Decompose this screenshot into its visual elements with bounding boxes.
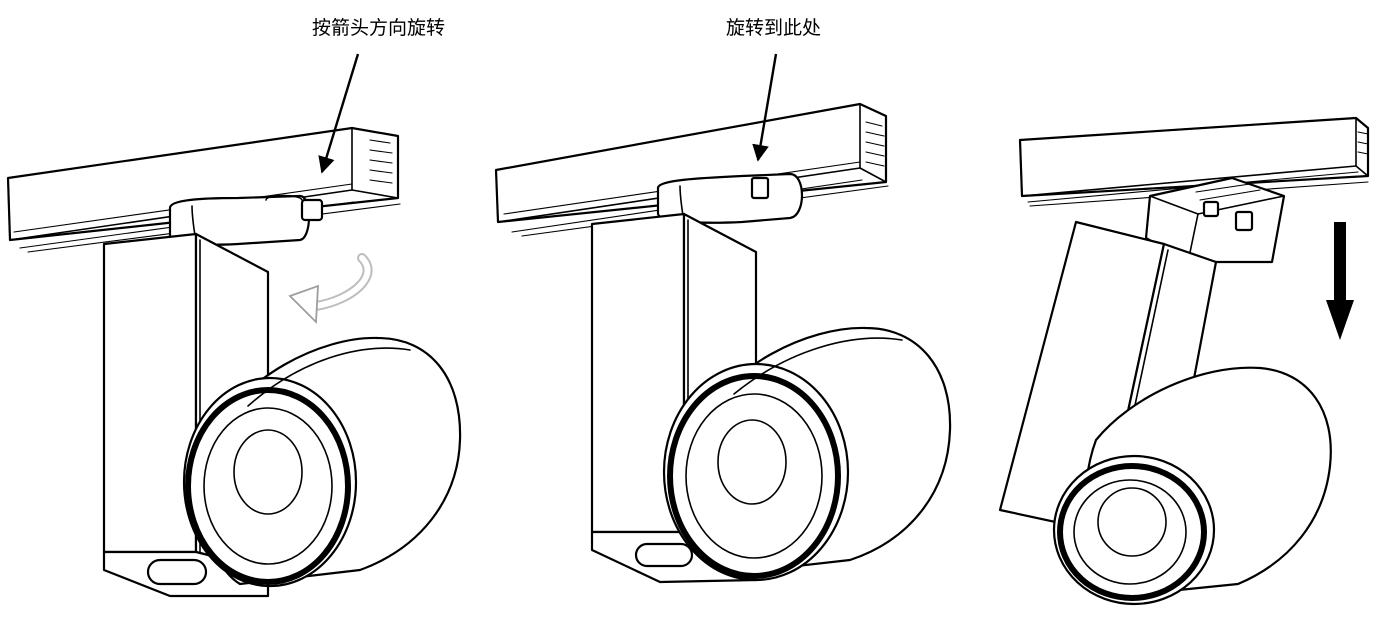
caption-rotate-arrow-direction: 按箭头方向旋转 <box>312 17 446 39</box>
step3-spotlight-removed <box>998 116 1370 606</box>
track-adapter-detached <box>1144 176 1286 264</box>
caption-rotate-to-here: 旋转到此处 <box>726 17 822 39</box>
spotlight-cylinder <box>662 326 952 582</box>
down-arrow-icon <box>1326 222 1354 340</box>
pointer-arrow-step1 <box>318 53 360 174</box>
spotlight-cylinder <box>182 336 462 588</box>
track-rail <box>494 102 889 237</box>
rotation-arrow-icon <box>288 253 373 325</box>
step1-spotlight <box>6 53 462 598</box>
spotlight-cylinder <box>1052 366 1332 606</box>
pointer-arrow-step2 <box>752 53 778 162</box>
track-rail <box>1018 116 1370 207</box>
step2-spotlight <box>494 53 952 584</box>
